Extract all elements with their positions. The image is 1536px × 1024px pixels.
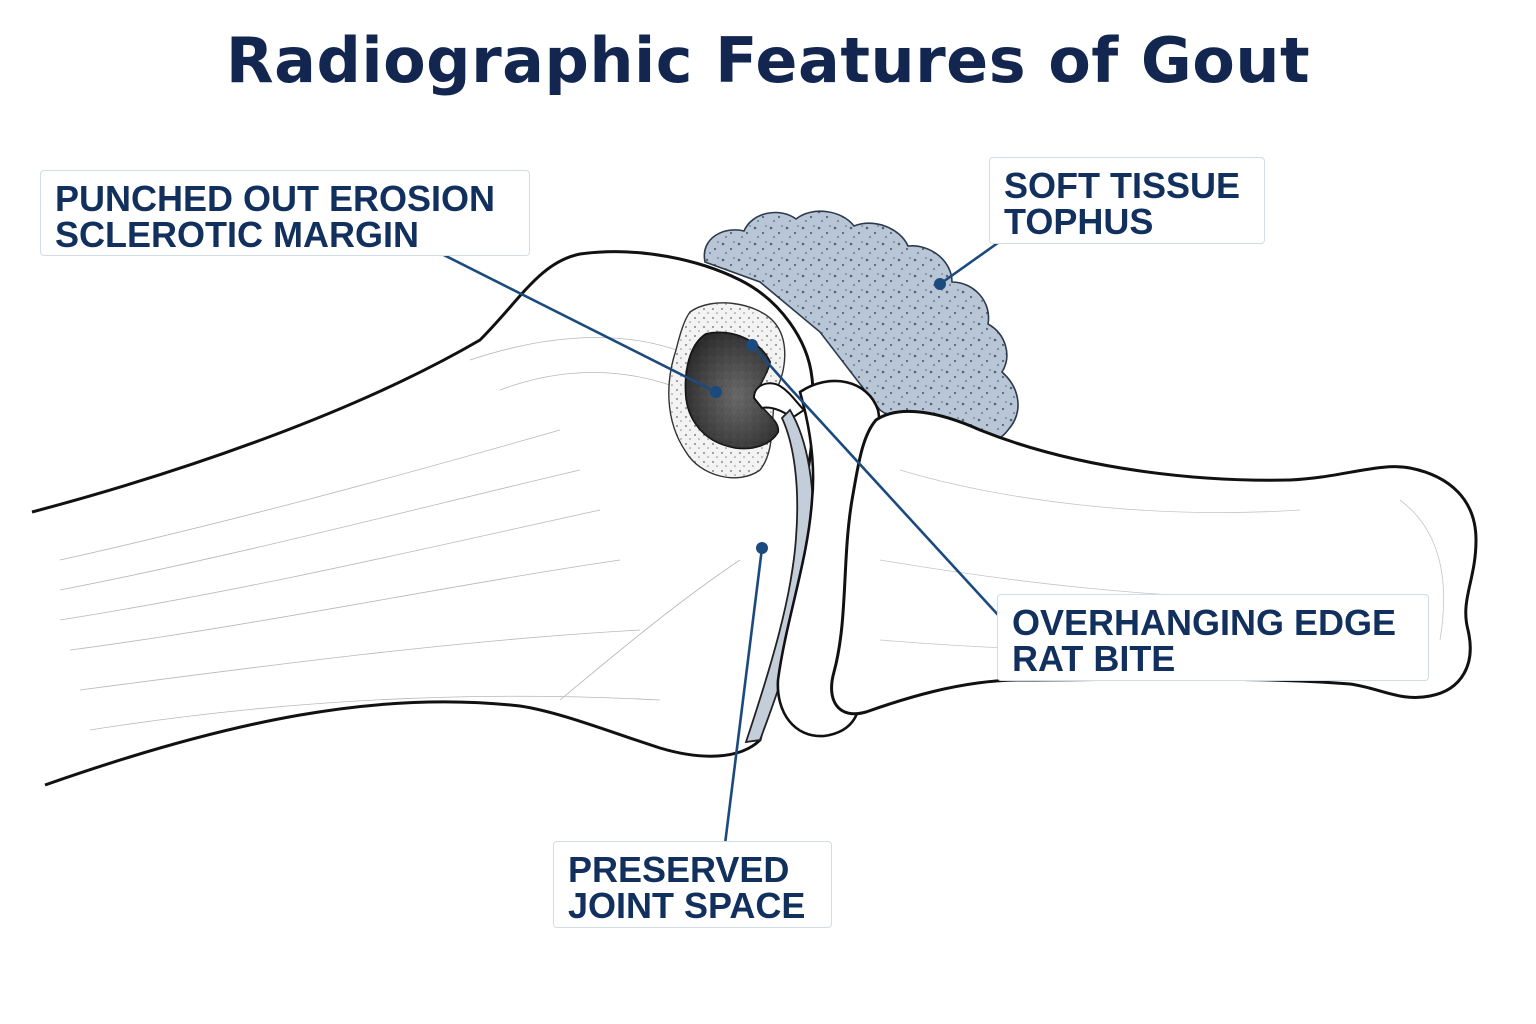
- diagram-title: Radiographic Features of Gout: [225, 24, 1311, 97]
- label-joint-line2: JOINT SPACE: [568, 885, 806, 926]
- leader-edge: [751, 344, 1011, 629]
- overhanging-edge: [752, 382, 806, 420]
- leader-tophus: [939, 238, 1003, 286]
- label-edge-line2: RAT BITE: [1012, 638, 1176, 679]
- leader-joint: [722, 547, 764, 853]
- leader-lines: [419, 238, 1011, 853]
- dot-tophus: [934, 278, 946, 290]
- label-joint-line1: PRESERVED: [568, 849, 790, 890]
- bone-shading: [59, 337, 741, 731]
- label-edge-line1: OVERHANGING EDGE: [1012, 602, 1397, 643]
- dot-edge: [746, 339, 758, 351]
- label-soft-tissue-tophus: SOFT TISSUE TOPHUS: [989, 157, 1265, 244]
- dot-erosion: [710, 386, 722, 398]
- label-erosion-line1: PUNCHED OUT EROSION: [55, 178, 496, 219]
- label-punched-out-erosion: PUNCHED OUT EROSION SCLEROTIC MARGIN: [40, 170, 530, 256]
- leader-erosion: [419, 241, 717, 394]
- erosion-shadow: [685, 332, 779, 449]
- label-tophus-line1: SOFT TISSUE: [1004, 165, 1241, 206]
- label-erosion-line2: SCLEROTIC MARGIN: [55, 214, 419, 255]
- label-tophus-line2: TOPHUS: [1004, 201, 1154, 242]
- label-preserved-joint-space: PRESERVED JOINT SPACE: [553, 841, 832, 928]
- leader-dots: [710, 278, 946, 554]
- label-overhanging-edge: OVERHANGING EDGE RAT BITE: [997, 594, 1429, 681]
- dot-joint: [756, 542, 768, 554]
